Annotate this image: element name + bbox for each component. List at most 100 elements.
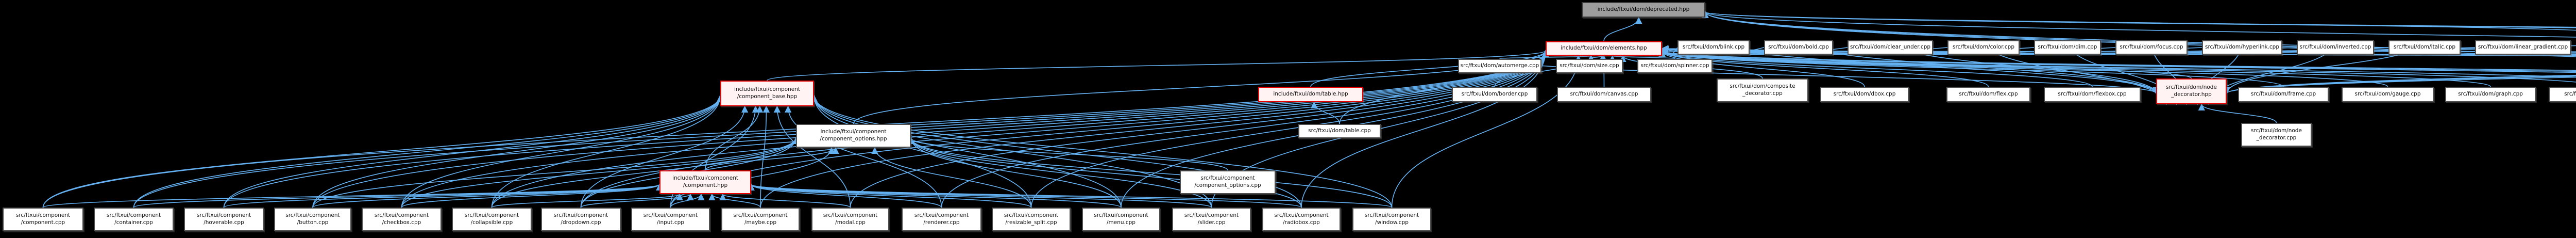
graph-node-spinner[interactable]: src/ftxui/dom/spinner.cpp bbox=[1637, 59, 1713, 73]
graph-node-focus[interactable]: src/ftxui/dom/focus.cpp bbox=[2115, 40, 2188, 55]
graph-node-radiobox[interactable]: src/ftxui/component /radiobox.cpp bbox=[1262, 208, 1341, 231]
graph-node-clear_under[interactable]: src/ftxui/dom/clear_under.cpp bbox=[1848, 40, 1933, 55]
graph-node-button[interactable]: src/ftxui/component /button.cpp bbox=[274, 208, 351, 231]
include-edge-container-to-component_hpp bbox=[133, 183, 663, 208]
include-edge-collapsible-to-elements bbox=[491, 50, 1549, 208]
include-edge-component_cpp-to-component_hpp bbox=[42, 183, 663, 208]
include-edge-resizable_split-to-elements bbox=[1030, 50, 1549, 208]
graph-node-gridbox[interactable]: src/ftxui/dom/gridbox.cpp bbox=[2549, 87, 2576, 102]
include-edge-checkbox-to-component_hpp bbox=[401, 183, 663, 208]
graph-node-checkbox[interactable]: src/ftxui/component /checkbox.cpp bbox=[362, 208, 442, 231]
include-edge-table_cpp-to-table_hpp bbox=[1310, 101, 1340, 124]
graph-node-canvas[interactable]: src/ftxui/dom/canvas.cpp bbox=[1557, 87, 1651, 102]
include-edge-maybe-to-component_base bbox=[760, 105, 770, 208]
include-edge-component_options_cpp-to-component_options_hpp bbox=[907, 137, 1228, 171]
include-edge-dbox-to-elements bbox=[1658, 50, 1865, 87]
include-edge-renderer-to-elements bbox=[941, 50, 1549, 208]
graph-node-elements[interactable]: include/ftxui/dom/elements.hpp bbox=[1546, 41, 1662, 56]
graph-node-component_cpp[interactable]: src/ftxui/component /component.cpp bbox=[3, 208, 83, 231]
graph-node-resizable_split[interactable]: src/ftxui/component /resizable_split.cpp bbox=[992, 208, 1071, 231]
graph-node-automerge[interactable]: src/ftxui/dom/automerge.cpp bbox=[1458, 59, 1541, 73]
include-edge-component_base-to-elements bbox=[767, 50, 1549, 81]
include-edge-maybe-to-elements bbox=[760, 50, 1549, 208]
include-edge-resizable_split-to-component_options_hpp bbox=[871, 147, 1032, 208]
graph-node-color[interactable]: src/ftxui/dom/color.cpp bbox=[1947, 40, 2020, 55]
include-edge-collapsible-to-component_base bbox=[491, 94, 724, 208]
graph-node-window[interactable]: src/ftxui/component /window.cpp bbox=[1352, 208, 1431, 231]
graph-node-hoverable[interactable]: src/ftxui/component /hoverable.cpp bbox=[184, 208, 264, 231]
include-edge-hoverable-to-component_base bbox=[223, 94, 724, 208]
graph-node-graph[interactable]: src/ftxui/dom/graph.cpp bbox=[2445, 87, 2536, 102]
include-edge-underlined-to-node_decorator_hpp bbox=[2223, 76, 2576, 94]
graph-node-component_options_hpp[interactable]: include/ftxui/component /component_optio… bbox=[796, 124, 911, 148]
graph-node-modal[interactable]: src/ftxui/component /modal.cpp bbox=[811, 208, 889, 231]
graph-node-dbox[interactable]: src/ftxui/dom/dbox.cpp bbox=[1820, 87, 1909, 102]
graph-node-maybe[interactable]: src/ftxui/component /maybe.cpp bbox=[721, 208, 800, 231]
include-edge-hoverable-to-component_hpp bbox=[223, 183, 663, 208]
include-edge-elements-to-deprecated bbox=[1603, 17, 1642, 42]
include-edge-input-to-component_hpp bbox=[670, 193, 705, 208]
graph-node-component_options_cpp[interactable]: src/ftxui/component /component_options.c… bbox=[1180, 170, 1276, 194]
graph-node-menu[interactable]: src/ftxui/component /menu.cpp bbox=[1082, 208, 1160, 231]
include-edge-collapsible-to-component_options_hpp bbox=[491, 137, 800, 208]
graph-node-component_hpp[interactable]: include/ftxui/component /component.hpp bbox=[659, 170, 751, 194]
graph-node-flex[interactable]: src/ftxui/dom/flex.cpp bbox=[1946, 87, 2030, 102]
graph-node-container[interactable]: src/ftxui/component /container.cpp bbox=[94, 208, 174, 231]
include-edge-collapsible-to-component_hpp bbox=[491, 193, 683, 208]
graph-node-linear_gradient[interactable]: src/ftxui/dom/linear_gradient.cpp bbox=[2475, 40, 2571, 55]
graph-node-input[interactable]: src/ftxui/component /input.cpp bbox=[631, 208, 710, 231]
graph-node-bold[interactable]: src/ftxui/dom/bold.cpp bbox=[1764, 40, 1833, 55]
include-edge-vbox-to-deprecated bbox=[1702, 11, 2576, 28]
graph-node-blink[interactable]: src/ftxui/dom/blink.cpp bbox=[1677, 40, 1750, 55]
graph-node-slider[interactable]: src/ftxui/component /slider.cpp bbox=[1172, 208, 1251, 231]
include-edge-gauge-to-elements bbox=[1658, 50, 2388, 87]
include-edge-checkbox-to-elements bbox=[401, 50, 1549, 208]
include-edge-component_cpp-to-component_base bbox=[42, 94, 724, 208]
include-edge-button-to-component_base bbox=[312, 94, 724, 208]
graph-node-table_hpp[interactable]: include/ftxui/dom/table.hpp bbox=[1258, 87, 1363, 102]
include-edge-spinner-to-elements bbox=[1609, 55, 1675, 62]
graph-node-table_cpp[interactable]: src/ftxui/dom/table.cpp bbox=[1298, 124, 1381, 138]
graph-node-frame[interactable]: src/ftxui/dom/frame.cpp bbox=[2238, 87, 2329, 102]
graph-node-dropdown[interactable]: src/ftxui/component /dropdown.cpp bbox=[541, 208, 621, 231]
graph-node-border[interactable]: src/ftxui/dom/border.cpp bbox=[1452, 87, 1537, 102]
graph-node-node_decorator_cpp[interactable]: src/ftxui/dom/node _decorator.cpp bbox=[2241, 123, 2312, 147]
include-edge-window-to-component_base bbox=[810, 94, 1393, 208]
graph-node-composite_decorator[interactable]: src/ftxui/dom/composite _decorator.cpp bbox=[1717, 78, 1808, 102]
include-edge-maybe-to-component_hpp bbox=[708, 193, 761, 208]
include-edge-text-to-elements bbox=[1659, 50, 2576, 71]
include-edge-dropdown-to-component_hpp bbox=[580, 193, 694, 208]
graph-node-collapsible[interactable]: src/ftxui/component /collapsible.cpp bbox=[452, 208, 532, 231]
include-edge-scroll_indicator-to-deprecated bbox=[1702, 11, 2576, 31]
graph-node-hyperlink[interactable]: src/ftxui/dom/hyperlink.cpp bbox=[2202, 40, 2282, 55]
include-edge-util-to-elements bbox=[1660, 50, 2576, 58]
graph-node-flexbox[interactable]: src/ftxui/dom/flexbox.cpp bbox=[2044, 87, 2141, 102]
include-edge-checkbox-to-component_options_hpp bbox=[401, 137, 800, 208]
include-edge-radiobox-to-component_options_hpp bbox=[907, 137, 1302, 208]
graph-node-deprecated[interactable]: include/ftxui/dom/deprecated.hpp bbox=[1582, 2, 1705, 18]
graph-node-renderer[interactable]: src/ftxui/component /renderer.cpp bbox=[902, 208, 981, 231]
graph-node-component_base[interactable]: include/ftxui/component /component_base.… bbox=[720, 81, 814, 106]
include-edge-button-to-component_options_hpp bbox=[312, 137, 800, 208]
include-edge-radiobox-to-elements bbox=[1301, 50, 1549, 208]
graph-node-dim[interactable]: src/ftxui/dom/dim.cpp bbox=[2034, 40, 2101, 55]
include-edge-size-to-elements bbox=[1589, 55, 1606, 62]
include-edge-menu-to-component_base bbox=[810, 94, 1122, 208]
graph-node-italic[interactable]: src/ftxui/dom/italic.cpp bbox=[2388, 40, 2461, 55]
include-edge-window-to-elements bbox=[1391, 55, 1582, 208]
include-edge-modal-to-elements bbox=[850, 50, 1549, 208]
graph-node-node_decorator_hpp[interactable]: src/ftxui/dom/node _decorator.hpp bbox=[2156, 78, 2227, 104]
graph-node-gauge[interactable]: src/ftxui/dom/gauge.cpp bbox=[2342, 87, 2434, 102]
include-edge-menu-to-component_hpp bbox=[748, 183, 1122, 208]
graph-node-inverted[interactable]: src/ftxui/dom/inverted.cpp bbox=[2297, 40, 2374, 55]
include-edge-resizable_split-to-component_hpp bbox=[748, 183, 1032, 208]
include-edge-slider-to-component_hpp bbox=[748, 183, 1212, 208]
include-edge-modal-to-component_base bbox=[773, 105, 851, 208]
graph-node-size[interactable]: src/ftxui/dom/size.cpp bbox=[1556, 59, 1623, 73]
include-edge-resizable_split-to-component_base bbox=[810, 94, 1032, 208]
include-edge-window-to-component_options_hpp bbox=[907, 137, 1393, 208]
include-edge-button-to-component_hpp bbox=[312, 183, 663, 208]
include-edge-button-to-elements bbox=[312, 50, 1549, 208]
include-edge-automerge-to-elements bbox=[1499, 55, 1595, 62]
